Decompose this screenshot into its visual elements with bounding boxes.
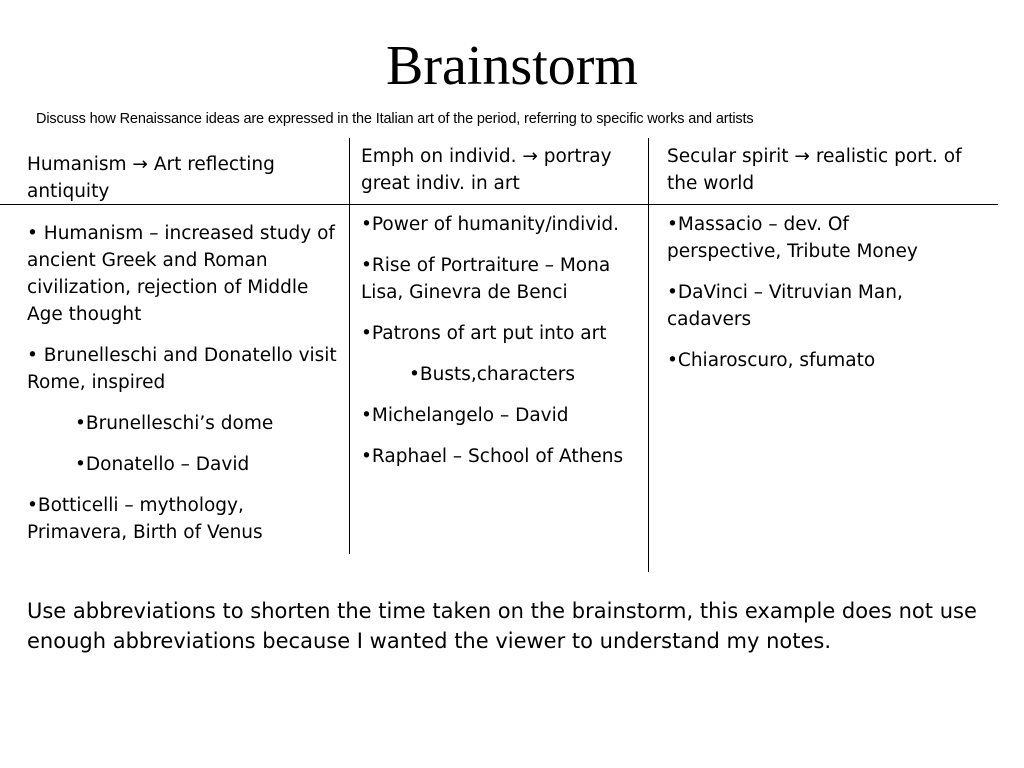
table-divider-1 — [349, 138, 350, 554]
list-item: •Raphael – School of Athens — [361, 446, 624, 467]
column-body-humanism: • Humanism – increased study of ancient … — [27, 220, 342, 560]
column-body-secular: •Massacio – dev. Of perspective, Tribute… — [667, 211, 967, 388]
header-text: Humanism — [27, 154, 127, 175]
table-divider-2 — [648, 138, 649, 572]
column-header-secular: Secular spirit → realistic port. of the … — [667, 143, 977, 197]
arrow-icon: → — [794, 146, 810, 167]
slide-subtitle: Discuss how Renaissance ideas are expres… — [36, 111, 754, 127]
header-text: Emph on individ. — [361, 146, 517, 167]
list-item: •DaVinci – Vitruvian Man, cadavers — [667, 282, 903, 330]
table-header-rule — [0, 204, 998, 205]
slide-title: Brainstorm — [386, 35, 638, 97]
list-item: •Donatello – David — [75, 454, 250, 475]
column-header-individual: Emph on individ. → portray great indiv. … — [361, 143, 643, 197]
list-item: •Botticelli – mythology, Primavera, Birt… — [27, 495, 263, 543]
list-item: •Busts,characters — [409, 364, 575, 385]
header-text: portray great indiv. in art — [361, 146, 612, 194]
header-text: realistic port. of the world — [667, 146, 962, 194]
column-body-individual: •Power of humanity/individ. •Rise of Por… — [361, 211, 649, 484]
list-item: •Patrons of art put into art — [361, 323, 607, 344]
list-item: •Chiaroscuro, sfumato — [667, 350, 876, 371]
list-item: •Massacio – dev. Of perspective, Tribute… — [667, 214, 918, 262]
list-item: • Humanism – increased study of ancient … — [27, 223, 335, 325]
list-item: •Rise of Portraiture – Mona Lisa, Ginevr… — [361, 255, 611, 303]
arrow-icon: → — [132, 154, 148, 175]
arrow-icon: → — [522, 146, 538, 167]
header-text: Art reflecting antiquity — [27, 154, 275, 202]
slide-note: Use abbreviations to shorten the time ta… — [27, 599, 977, 653]
list-item: •Power of humanity/individ. — [361, 214, 620, 235]
header-text: Secular spirit — [667, 146, 789, 167]
list-item: •Brunelleschi’s dome — [75, 413, 274, 434]
column-header-humanism: Humanism → Art reflecting antiquity — [27, 151, 327, 205]
list-item: •Michelangelo – David — [361, 405, 569, 426]
list-item: • Brunelleschi and Donatello visit Rome,… — [27, 345, 337, 393]
